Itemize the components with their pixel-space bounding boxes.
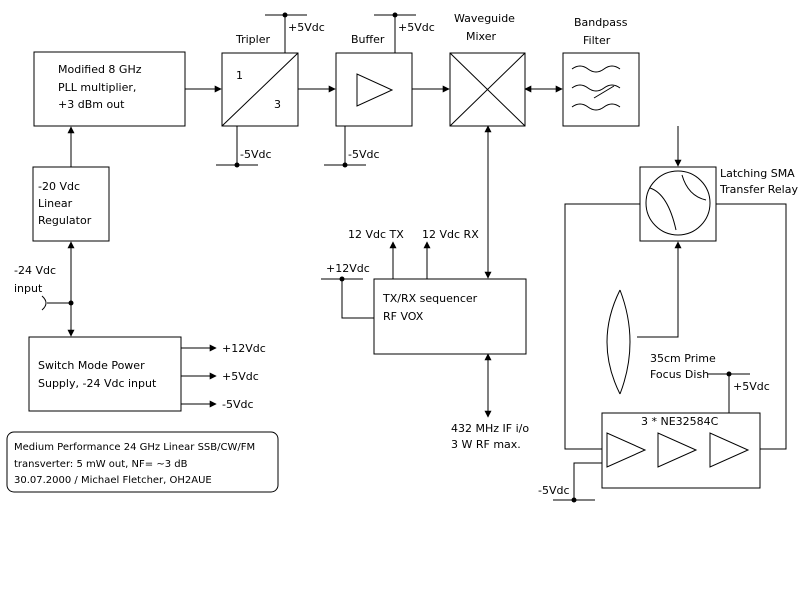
tripler-port-out: 3 [274,98,281,111]
amp-neg-wire [573,462,602,500]
mixer-cross-b [449,52,526,127]
amp-stage-2-icon [657,432,698,468]
pll-block: Modified 8 GHz PLL multiplier, +3 dBm ou… [33,51,186,127]
smps-label-1: Switch Mode Power [38,359,145,372]
regulator-label-1: -20 Vdc [38,180,80,193]
seq-pos-label: +12Vdc [326,262,370,275]
tripler-title: Tripler [235,33,270,46]
bpf-title-2: Filter [583,34,611,47]
mixer-title-2: Mixer [466,30,496,43]
buffer-block: Buffer [335,33,413,127]
buffer-neg-label: -5Vdc [348,148,380,161]
smps-out-12v-label: +12Vdc [222,342,266,355]
smps-block: Switch Mode Power Supply, -24 Vdc input [28,336,182,412]
bpf-filter-icon [571,65,621,111]
sequencer-label-1: TX/RX sequencer [382,292,478,305]
amp-pos-label: +5Vdc [733,380,770,393]
smps-label-2: Supply, -24 Vdc input [38,377,157,390]
tripler-port-in: 1 [236,69,243,82]
input-junction [68,300,74,306]
amp-pos-junction [726,371,732,377]
sequencer-label-2: RF VOX [383,310,424,323]
amp-stage-1-icon [606,432,647,468]
buffer-title: Buffer [351,33,385,46]
dish-title-1: 35cm Prime [650,352,716,365]
tripler-neg-junction [234,162,240,168]
relay-contact-a [649,187,677,231]
amp-to-relay-wire [716,203,787,450]
relay-to-amp-wire [564,203,640,450]
tripler-block: Tripler 1 3 [221,33,299,127]
rx-label: 12 Vdc RX [422,228,479,241]
bpf-block: Bandpass Filter [562,16,640,127]
seq-pos-wire [341,279,374,319]
relay-dish-link [637,241,682,338]
buffer-neg-junction [342,162,348,168]
if-port-label-2: 3 W RF max. [451,438,521,451]
smps-out-5v-label: +5Vdc [222,370,259,383]
dish-icon [606,289,631,395]
dish-title-2: Focus Dish [650,368,709,381]
bpf-title-1: Bandpass [574,16,628,29]
tx-label: 12 Vdc TX [348,228,404,241]
pll-label-2: PLL multiplier, [58,81,136,94]
relay-block: Latching SMA Transfer Relay [639,166,798,242]
regulator-block: -20 Vdc Linear Regulator [32,166,110,242]
regulator-label-2: Linear [38,197,73,210]
relay-title-2: Transfer Relay [719,183,798,196]
input-label-2: input [14,282,43,295]
relay-contact-b [681,174,707,201]
mixer-title-1: Waveguide [454,12,515,25]
if-port-label-1: 432 MHz IF i/o [451,422,529,435]
buffer-pos-junction [392,12,398,18]
amp-neg-junction [571,497,577,503]
regulator-label-3: Regulator [38,214,92,227]
info-line-3: 30.07.2000 / Michael Fletcher, OH2AUE [14,475,212,486]
tripler-neg-label: -5Vdc [240,148,272,161]
amp-block: 3 * NE32584C [601,412,761,489]
sequencer-block: TX/RX sequencer RF VOX [373,278,527,355]
input-connector-icon [41,295,47,311]
tripler-pos-label: +5Vdc [288,21,325,34]
buffer-amplifier-icon [356,73,394,107]
buffer-pos-label: +5Vdc [398,21,435,34]
amp-stage-3-icon [709,432,750,468]
pll-label-3: +3 dBm out [58,98,125,111]
amp-neg-label: -5Vdc [538,484,570,497]
smps-out-neg5v-label: -5Vdc [222,398,254,411]
relay-title-1: Latching SMA [720,167,795,180]
amp-label: 3 * NE32584C [641,415,719,428]
tripler-pos-junction [282,12,288,18]
pll-label-1: Modified 8 GHz [58,63,142,76]
info-line-1: Medium Performance 24 GHz Linear SSB/CW/… [14,442,255,453]
tripler-divider [221,52,299,127]
info-box: Medium Performance 24 GHz Linear SSB/CW/… [6,431,279,493]
info-line-2: transverter: 5 mW out, NF= ~3 dB [14,459,188,470]
relay-circle-icon [645,170,711,236]
input-label-1: -24 Vdc [14,264,56,277]
mixer-block: Waveguide Mixer [449,12,526,127]
